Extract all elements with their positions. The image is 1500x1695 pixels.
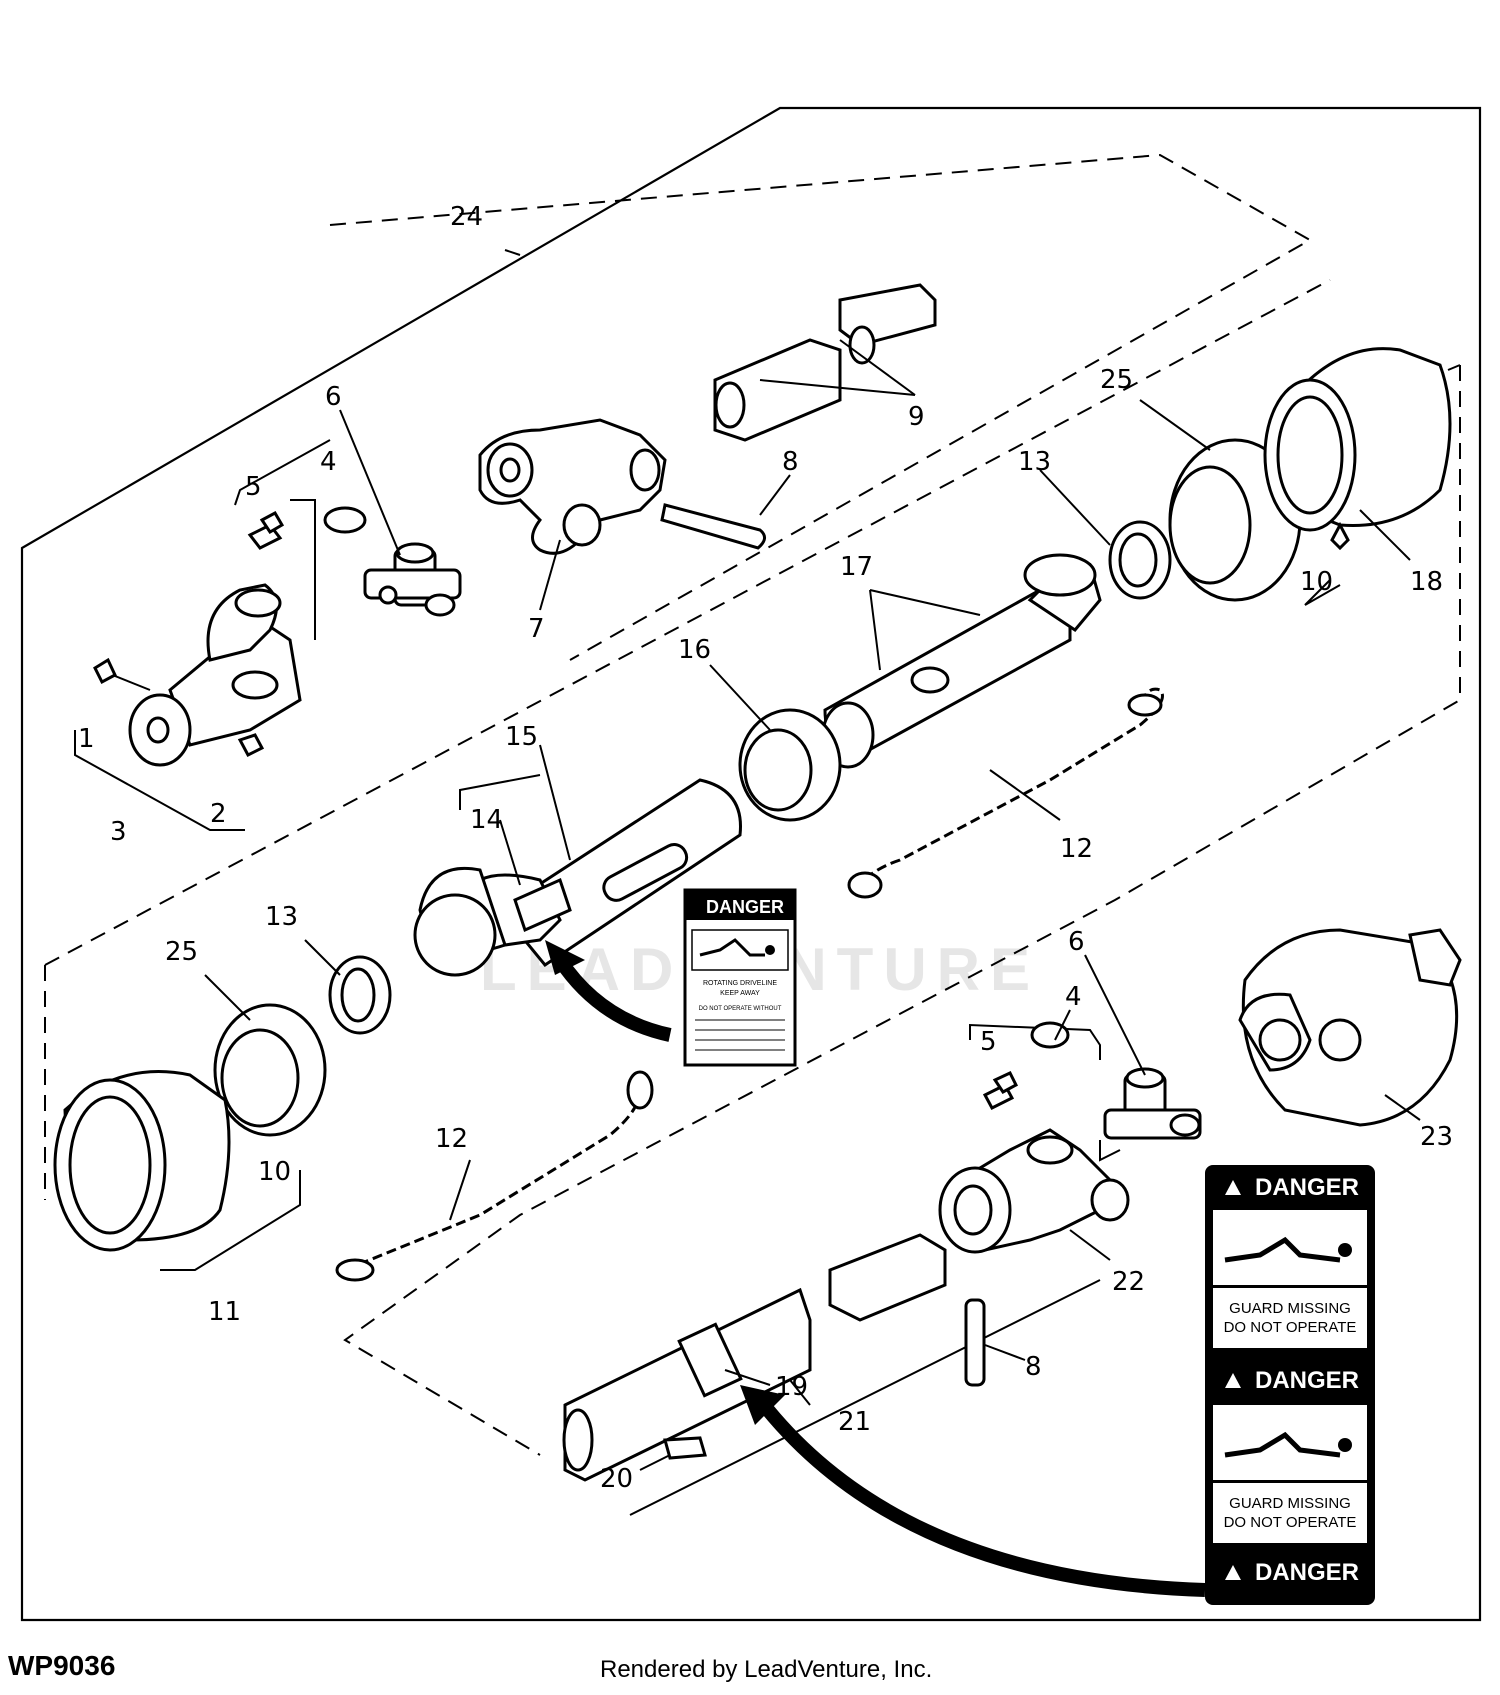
- danger-decal-large: DANGER GUARD MISSING DO NOT OPERATE DANG…: [1205, 1165, 1375, 1605]
- retaining-ring-part-13-lower: [328, 955, 392, 1035]
- callout-3: 3: [110, 817, 127, 847]
- svg-text:GUARD MISSING: GUARD MISSING: [1229, 1300, 1351, 1317]
- diagram-code: WP9036: [8, 1650, 116, 1681]
- retaining-ring-part-13-top: [1108, 520, 1172, 600]
- callout-25-top: 25: [1100, 365, 1133, 395]
- callout-17: 17: [840, 552, 873, 582]
- svg-text:DANGER: DANGER: [1255, 1559, 1359, 1586]
- callout-21: 21: [838, 1407, 871, 1437]
- svg-text:GUARD MISSING: GUARD MISSING: [1229, 1495, 1351, 1512]
- callout-5-top: 5: [245, 472, 262, 502]
- callout-9: 9: [908, 402, 925, 432]
- danger-decal-small: DANGER ROTATING DRIVELINE KEEP AWAY DO N…: [683, 888, 797, 1067]
- callout-22: 22: [1112, 1267, 1145, 1297]
- callout-leaders: [204, 249, 1421, 1471]
- ring-part-4-top: [323, 506, 367, 534]
- callout-1: 1: [78, 724, 95, 754]
- callout-12-lower: 12: [435, 1124, 468, 1154]
- pointer-arrow-small-decal: [554, 956, 672, 1042]
- callout-2: 2: [210, 799, 227, 829]
- ring-part-4-lower: [1030, 1021, 1070, 1049]
- guard-cone-part-18: [1263, 347, 1452, 551]
- callout-24: 24: [450, 202, 483, 232]
- guard-tube-part-15: [413, 778, 742, 977]
- svg-text:DANGER: DANGER: [706, 897, 784, 917]
- diagram-frame: [20, 106, 1482, 1622]
- yoke-part-22: [938, 1128, 1130, 1254]
- callout-10-top: 10: [1300, 567, 1333, 597]
- callout-8-lower: 8: [1025, 1352, 1042, 1382]
- bearing-part-25-lower: [213, 1003, 327, 1137]
- slip-clutch-part-23: [1238, 928, 1462, 1127]
- callout-16: 16: [678, 635, 711, 665]
- pointer-arrow-large-decal: [754, 1395, 1206, 1597]
- shaft-part-9-top: [713, 283, 937, 442]
- grease-fitting-part-5-top: [247, 510, 285, 550]
- safety-chain-part-12-lower: [344, 1089, 642, 1272]
- cross-journal-part-6-top: [363, 542, 462, 617]
- callout-18: 18: [1410, 567, 1443, 597]
- callout-4-lower: 4: [1065, 982, 1082, 1012]
- bracket-lines: [74, 364, 1461, 1516]
- svg-text:DANGER: DANGER: [1255, 1367, 1359, 1394]
- cross-journal-part-6-lower: [1103, 1067, 1202, 1140]
- svg-text:ROTATING DRIVELINE: ROTATING DRIVELINE: [703, 980, 777, 987]
- shaft-part-21: [562, 1233, 947, 1482]
- yoke-assembly-part-3: [93, 583, 302, 767]
- svg-text:DO NOT OPERATE: DO NOT OPERATE: [1224, 1319, 1357, 1336]
- callout-5-lower: 5: [980, 1027, 997, 1057]
- credit-line: Rendered by LeadVenture, Inc.: [600, 1656, 933, 1683]
- roll-pin-part-8-lower: [964, 1298, 986, 1387]
- callout-6-top: 6: [325, 382, 342, 412]
- svg-text:DO NOT OPERATE WITHOUT: DO NOT OPERATE WITHOUT: [699, 1006, 782, 1012]
- callout-15: 15: [505, 722, 538, 752]
- callout-4-top: 4: [320, 447, 337, 477]
- callout-23: 23: [1420, 1122, 1453, 1152]
- dashed-assembly-lines: [44, 153, 1461, 1456]
- callout-12-top: 12: [1060, 834, 1093, 864]
- svg-text:DO NOT OPERATE: DO NOT OPERATE: [1224, 1514, 1357, 1531]
- callout-13-top: 13: [1018, 447, 1051, 477]
- callout-14: 14: [470, 805, 503, 835]
- svg-text:DANGER: DANGER: [1255, 1174, 1359, 1201]
- grease-fitting-part-5-lower: [982, 1071, 1018, 1110]
- callout-labels: 24 6 5 4 9 8 7 25 13 10 18 17 16 1 15 3 …: [78, 202, 1453, 1494]
- roll-pin-part-8-top: [660, 503, 766, 550]
- guard-cone-part-11: [53, 1070, 231, 1252]
- callout-20: 20: [600, 1464, 633, 1494]
- callout-11: 11: [208, 1297, 241, 1327]
- guard-tube-part-17: [821, 553, 1102, 769]
- callout-19: 19: [775, 1372, 808, 1402]
- callout-13-lower: 13: [265, 902, 298, 932]
- svg-text:KEEP AWAY: KEEP AWAY: [720, 990, 760, 997]
- callout-8-top: 8: [782, 447, 799, 477]
- callout-6-lower: 6: [1068, 927, 1085, 957]
- callout-10-lower: 10: [258, 1157, 291, 1187]
- bearing-ring-part-16: [738, 708, 842, 822]
- yoke-part-7: [478, 418, 667, 555]
- callout-7: 7: [528, 614, 545, 644]
- bearing-band-part-19: [677, 1322, 743, 1398]
- callout-25-lower: 25: [165, 937, 198, 967]
- grease-fitting-part-20: [663, 1436, 707, 1460]
